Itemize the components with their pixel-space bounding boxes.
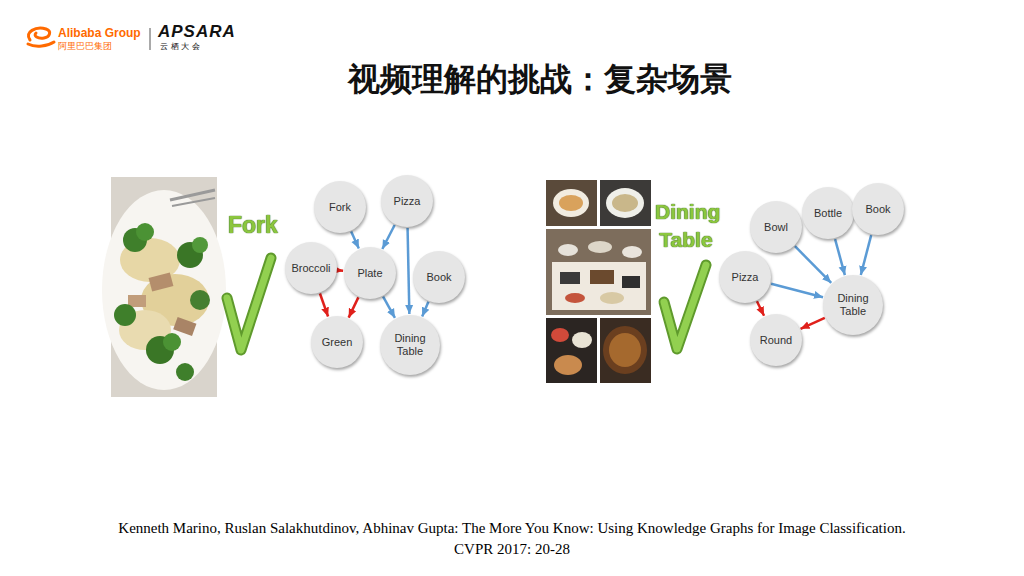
check-mark [227, 258, 706, 350]
graph-edge [382, 225, 394, 249]
graph-edge [835, 239, 845, 275]
graph-edge [351, 232, 359, 249]
node-text: Green [322, 336, 353, 349]
graph-node: Pizza [381, 175, 433, 227]
graph-node: Plate [344, 247, 396, 299]
node-text: Fork [329, 201, 351, 214]
graph-node: Bowl [750, 201, 802, 253]
citation-caption: Kenneth Marino, Ruslan Salakhutdinov, Ab… [97, 518, 927, 560]
graph-edge [757, 301, 764, 316]
graph-node: Bottle [802, 187, 854, 239]
node-text: Broccoli [291, 262, 330, 275]
graph-node: Round [750, 314, 802, 366]
graph-node: Pizza [719, 251, 771, 303]
graph-edge [795, 246, 831, 283]
table-photo [546, 180, 651, 383]
node-text: Book [426, 271, 451, 284]
graph-node: Green [311, 316, 363, 368]
graph-node: Broccoli [285, 242, 337, 294]
logo-divider [150, 28, 151, 50]
node-text: Pizza [732, 271, 759, 284]
class-label: Fork [228, 212, 278, 239]
graph-edge [320, 293, 328, 316]
logo-icon [28, 28, 54, 46]
node-text: Dining Table [831, 292, 875, 318]
graph-edge [861, 235, 871, 275]
graph-edge [349, 297, 359, 317]
graph-edge [801, 318, 825, 329]
node-text: Bottle [814, 207, 842, 220]
graph-node: Fork [314, 181, 366, 233]
node-text: Book [865, 203, 890, 216]
graph-edge [408, 228, 410, 314]
slide-title: 视频理解的挑战：复杂场景 [0, 58, 1024, 102]
graph-node: Dining Table [380, 315, 440, 375]
node-text: Plate [357, 267, 382, 280]
graph-node: Dining Table [823, 275, 883, 335]
logo-subtext: 阿里巴巴集团 [58, 40, 112, 53]
graph-edge [338, 269, 343, 272]
graph-node: Book [413, 251, 465, 303]
graph-edge [422, 302, 428, 317]
node-text: Dining Table [388, 332, 432, 358]
node-text: Pizza [394, 195, 421, 208]
graph-edge [771, 284, 823, 297]
class-label: Dining Table [655, 198, 717, 254]
logo-text: APSARA [158, 22, 236, 42]
graph-node: Book [852, 183, 904, 235]
node-text: Round [760, 334, 792, 347]
graph-edge [383, 297, 395, 318]
logo-subtext: 云 栖 大 会 [160, 41, 200, 52]
food-photo [102, 177, 226, 397]
logo-text: Alibaba Group [58, 26, 141, 40]
node-text: Bowl [764, 221, 788, 234]
